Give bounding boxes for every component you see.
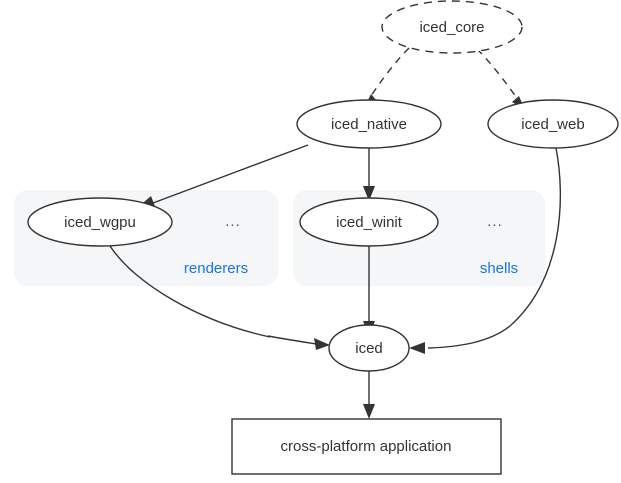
node-iced-web-label: iced_web	[521, 116, 584, 133]
node-iced-web[interactable]: iced_web	[487, 99, 619, 149]
node-iced-native-label: iced_native	[331, 116, 407, 133]
node-iced-shape[interactable]	[328, 324, 410, 372]
node-iced-wgpu[interactable]: iced_wgpu	[27, 197, 173, 247]
cluster-shells-ellipsis: ...	[487, 213, 503, 230]
cluster-renderers-label: renderers	[184, 260, 248, 277]
arrowhead-iced-wgpu-to-iced	[314, 338, 330, 350]
arrowhead-iced-to-app	[363, 404, 375, 419]
edge-iced-core-to-iced-native	[364, 47, 410, 108]
node-iced-core-shape[interactable]	[381, 0, 523, 54]
node-iced-core[interactable]: iced_core	[381, 0, 523, 54]
edge-iced-core-to-iced-web	[476, 48, 525, 110]
node-iced-native[interactable]: iced_native	[296, 99, 442, 149]
node-iced-native-shape[interactable]	[296, 99, 442, 149]
node-cross-platform-application[interactable]: cross-platform application	[231, 418, 502, 475]
node-cross-platform-application-label: cross-platform application	[281, 438, 452, 455]
node-iced-winit-label: iced_winit	[336, 214, 403, 231]
edge-iced-wgpu-to-iced	[109, 245, 330, 350]
arrowhead-iced-web-to-iced	[409, 342, 425, 354]
arrowhead-iced-native-to-iced-winit	[363, 186, 375, 201]
node-iced-core-label: iced_core	[419, 19, 484, 36]
node-iced-web-shape[interactable]	[487, 99, 619, 149]
node-iced-winit[interactable]: iced_winit	[299, 197, 439, 247]
cluster-renderers-ellipsis: ...	[225, 213, 241, 230]
node-iced[interactable]: iced	[328, 324, 410, 372]
node-iced-winit-shape[interactable]	[299, 197, 439, 247]
node-iced-wgpu-shape[interactable]	[27, 197, 173, 247]
edge-iced-web-to-iced	[409, 147, 562, 354]
cluster-shells-label: shells	[480, 260, 518, 277]
node-iced-label: iced	[355, 340, 383, 357]
node-cross-platform-application-shape[interactable]	[231, 418, 502, 475]
edge-iced-to-app	[363, 371, 375, 419]
node-iced-wgpu-label: iced_wgpu	[64, 214, 136, 231]
edge-iced-native-to-iced-winit	[363, 148, 375, 201]
